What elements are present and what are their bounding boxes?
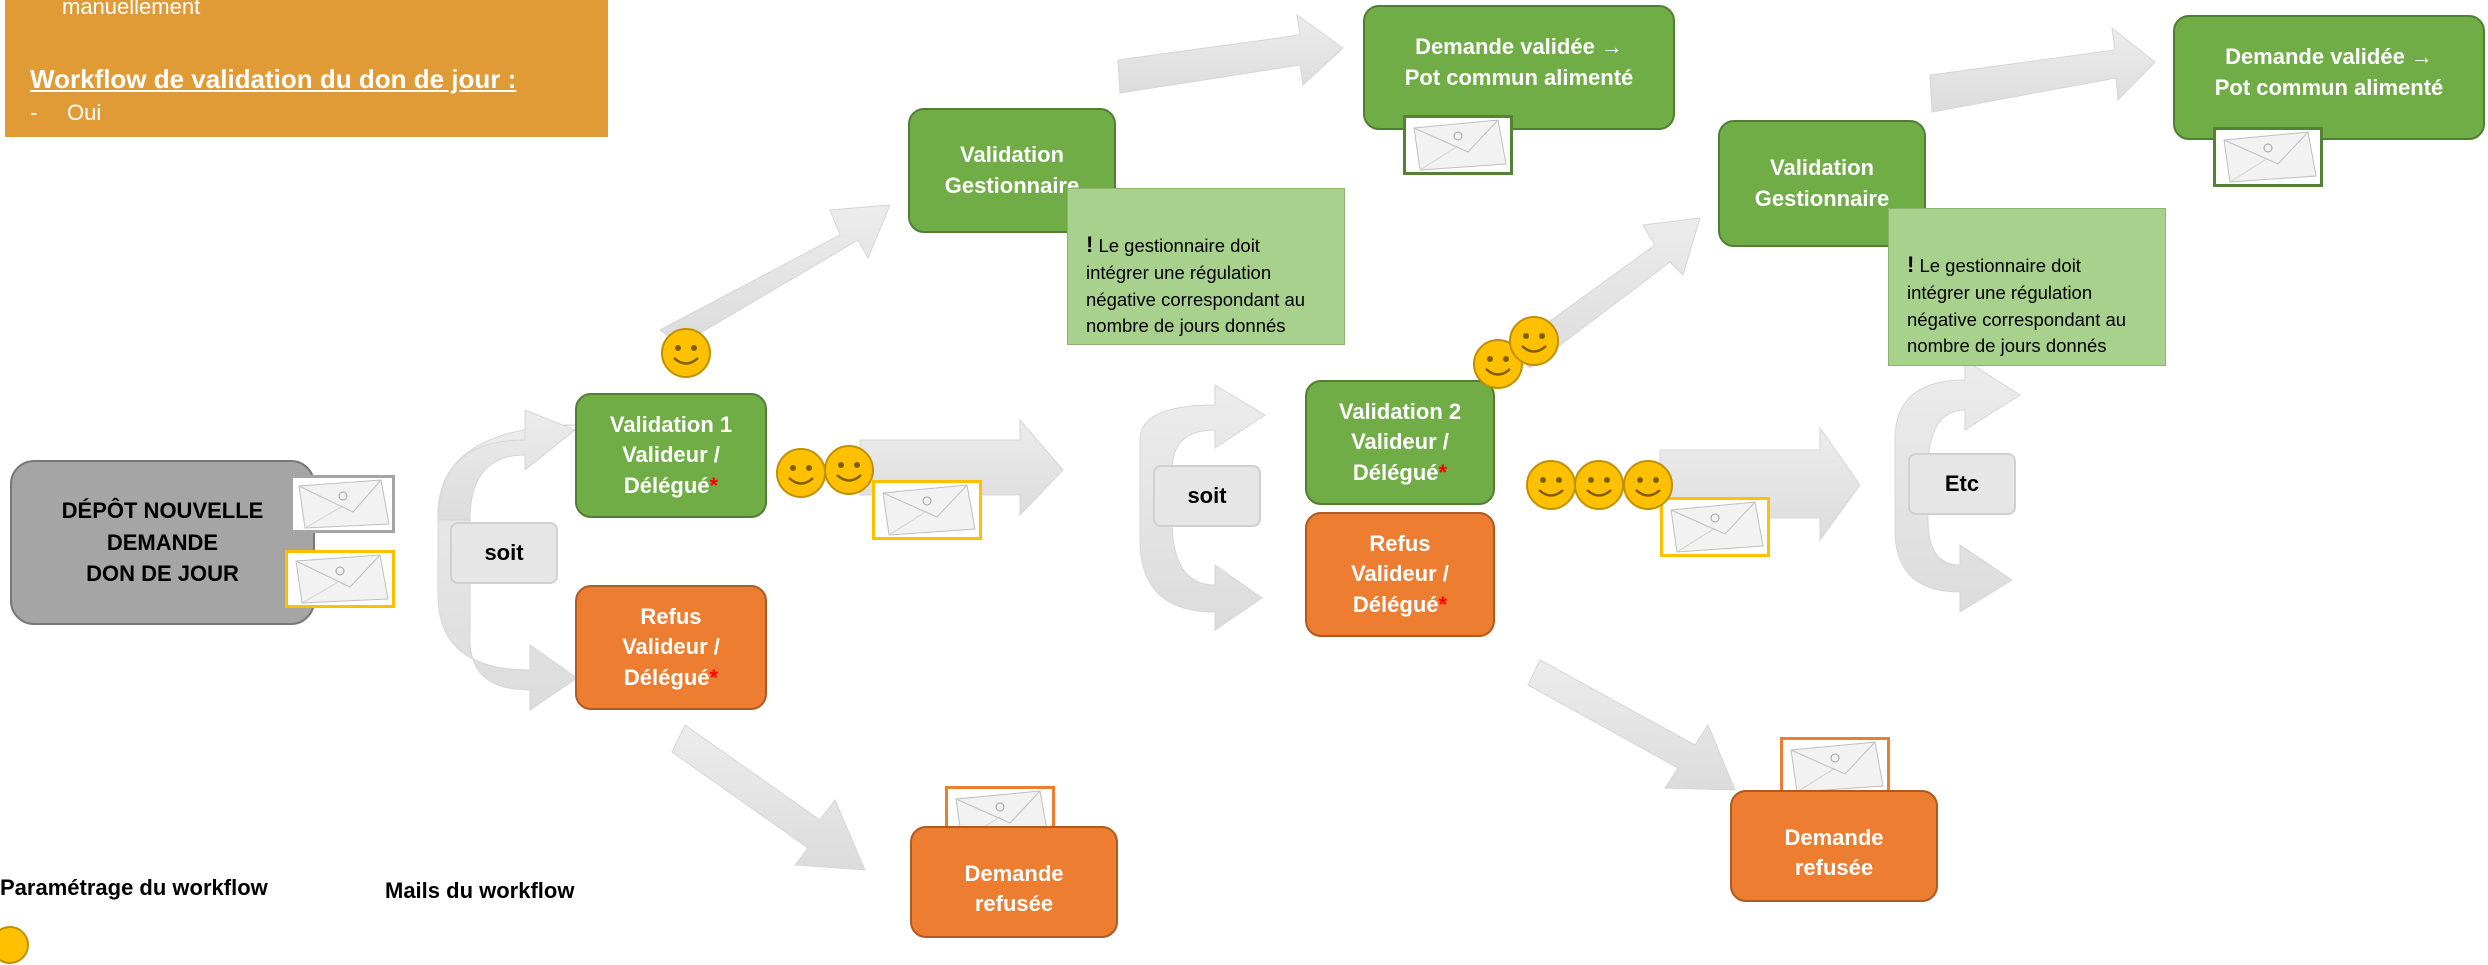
validation2-line3: Délégué <box>1352 459 1439 485</box>
demande-refusee-node-2[interactable]: Demande refusée <box>1730 790 1938 902</box>
demande-validee-node-2[interactable]: Demande validée → Pot commun alimenté <box>2173 15 2485 140</box>
validee1-line2: Pot commun alimenté <box>1404 64 1634 90</box>
arrow-refus1-to-refusee <box>671 724 866 871</box>
demande-refusee-node-1[interactable]: Demande refusée <box>910 826 1118 938</box>
note2-line3: négative correspondant au <box>1907 308 2127 330</box>
note2-line1: Le gestionnaire doit <box>1914 255 2081 276</box>
envelope-icon <box>1660 497 1770 557</box>
start-line2: DEMANDE <box>106 529 219 555</box>
envelope-icon <box>872 480 982 540</box>
smiley-icon <box>1509 316 1559 366</box>
gestionnaire2-line1: Validation <box>1770 155 1874 181</box>
validation-1-node[interactable]: Validation 1 Valideur / Délégué* <box>575 393 767 518</box>
warning-mark: ! <box>1907 252 1915 277</box>
note1-line4: nombre de jours donnés <box>1086 314 1286 336</box>
envelope-icon <box>2213 127 2323 187</box>
smiley-icon <box>824 445 874 495</box>
envelope-icon <box>290 475 395 533</box>
warning-mark: ! <box>1086 232 1094 257</box>
required-asterisk: * <box>1438 591 1448 617</box>
legend-mails: Mails du workflow <box>385 878 575 903</box>
envelope-icon <box>285 550 395 608</box>
validation2-line2: Valideur / <box>1351 429 1449 455</box>
refus1-line2: Valideur / <box>622 634 720 660</box>
refus1-line3: Délégué <box>623 664 710 690</box>
legend-parametrage: Paramétrage du workflow <box>0 875 268 900</box>
refus-1-node[interactable]: Refus Valideur / Délégué* <box>575 585 767 710</box>
validee2-line1: Demande validée → <box>2225 44 2433 70</box>
validation-2-node[interactable]: Validation 2 Valideur / Délégué* <box>1305 380 1495 505</box>
required-asterisk: * <box>709 664 719 690</box>
smiley-icon <box>0 926 29 964</box>
note1-line2: intégrer une régulation <box>1086 262 1272 284</box>
gestionnaire-note-1: ! Le gestionnaire doit intégrer une régu… <box>1067 188 1345 345</box>
refusee1-line1: Demande <box>964 860 1064 886</box>
refus2-line1: Refus <box>1369 530 1431 556</box>
smiley-icon <box>1473 339 1523 389</box>
demande-validee-node-1[interactable]: Demande validée → Pot commun alimenté <box>1363 5 1675 130</box>
gestionnaire-note-2: ! Le gestionnaire doit intégrer une régu… <box>1888 208 2166 366</box>
note1-line3: négative correspondant au <box>1086 288 1306 310</box>
arrow-v1-to-gestionnaire <box>659 204 891 346</box>
soit-choice-1: soit <box>450 522 558 584</box>
refus1-line1: Refus <box>640 603 702 629</box>
refus2-line3: Délégué <box>1352 591 1439 617</box>
validation1-line1: Validation 1 <box>609 411 733 437</box>
bullet-dash: - <box>30 100 38 125</box>
workflow-heading: Workflow de validation du don de jour : <box>30 64 517 94</box>
arrow-gestionnaire-to-validee-2 <box>1929 26 2156 113</box>
note2-line2: intégrer une régulation <box>1907 282 2093 304</box>
smiley-icon <box>1623 460 1673 510</box>
start-line1: DÉPÔT NOUVELLE <box>61 497 264 523</box>
etc-choice: Etc <box>1908 453 2016 515</box>
validee2-line2: Pot commun alimenté <box>2214 74 2444 100</box>
refus2-line2: Valideur / <box>1351 561 1449 587</box>
info-text-manuellement: manuellement <box>62 0 201 19</box>
start-line3: DON DE JOUR <box>86 561 239 587</box>
refusee2-line2: refusée <box>1794 855 1874 880</box>
start-node-depot[interactable]: DÉPÔT NOUVELLE DEMANDE DON DE JOUR <box>10 460 315 625</box>
envelope-icon <box>1403 115 1513 175</box>
validation1-line2: Valideur / <box>622 442 720 468</box>
validation2-line1: Validation 2 <box>1338 398 1462 424</box>
required-asterisk: * <box>1438 459 1448 485</box>
smiley-icon <box>1526 460 1576 510</box>
refus-2-node[interactable]: Refus Valideur / Délégué* <box>1305 512 1495 637</box>
smiley-icon <box>661 328 711 378</box>
gestionnaire1-line2: Gestionnaire <box>944 172 1080 198</box>
gestionnaire2-line2: Gestionnaire <box>1754 185 1890 211</box>
bullet-value: Oui <box>67 100 102 125</box>
gestionnaire1-line1: Validation <box>960 142 1064 168</box>
smiley-icon <box>776 448 826 498</box>
required-asterisk: * <box>709 472 719 498</box>
soit-choice-2: soit <box>1153 465 1261 527</box>
workflow-info-panel: manuellement Workflow de validation du d… <box>5 0 608 137</box>
arrow-refus2-to-refusee <box>1527 659 1736 791</box>
validee1-line1: Demande validée → <box>1415 34 1623 60</box>
validation1-line3: Délégué <box>623 472 710 498</box>
note1-line1: Le gestionnaire doit <box>1093 235 1260 256</box>
refusee1-line2: refusée <box>974 891 1054 916</box>
refusee2-line1: Demande <box>1784 824 1884 850</box>
note2-line4: nombre de jours donnés <box>1907 334 2107 356</box>
smiley-icon <box>1574 460 1624 510</box>
arrow-gestionnaire-to-validee-1 <box>1117 13 1344 94</box>
envelope-icon <box>1780 737 1890 797</box>
